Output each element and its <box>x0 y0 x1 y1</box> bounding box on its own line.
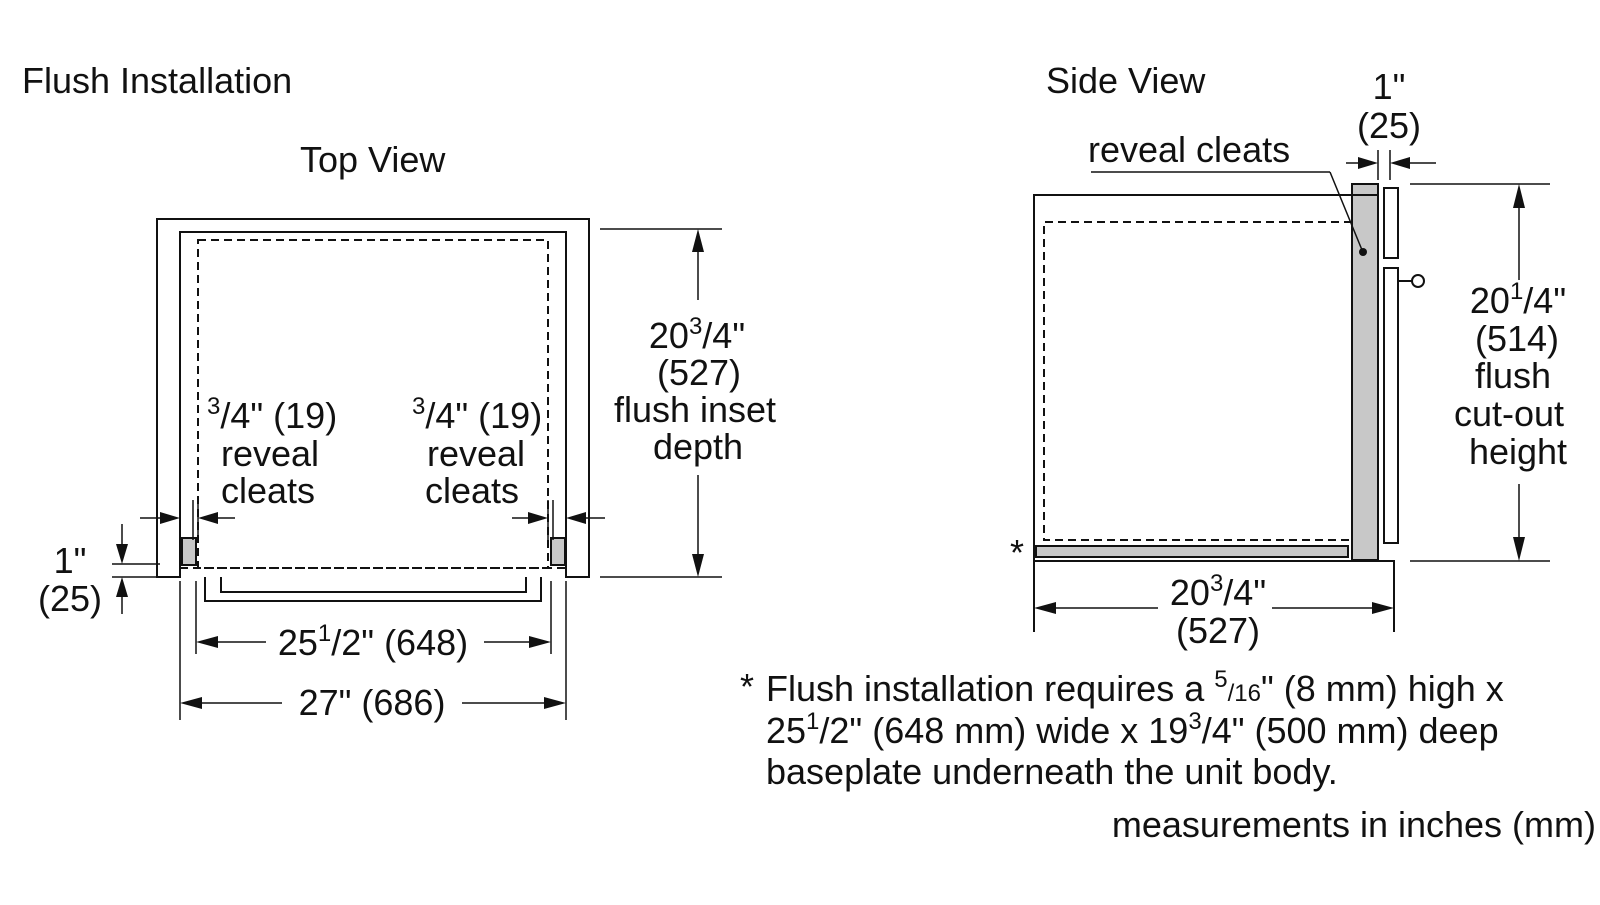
section-title: Flush Installation <box>22 60 292 101</box>
depth-arrow-bottom <box>692 554 704 577</box>
side-depth-imperial: 203/4" <box>1170 570 1266 613</box>
side-reveal-dot <box>1359 248 1367 256</box>
side-baseplate <box>1035 545 1349 558</box>
right-cleat <box>550 537 566 566</box>
left-cleat-label-2: cleats <box>221 470 315 511</box>
depth-label-1: flush inset <box>614 389 776 430</box>
depth-arrow-top <box>692 229 704 252</box>
side-height-imperial: 201/4" <box>1470 278 1566 321</box>
outer-width-arrow-left <box>180 697 202 709</box>
reveal-metric: (25) <box>38 578 102 619</box>
side-gap-metric: (25) <box>1357 105 1421 146</box>
cleat-arrow-1 <box>160 512 180 524</box>
side-view-drawing: reveal cleats 1" (25) 201/4" (514) flush… <box>1010 66 1567 651</box>
side-height-metric: (514) <box>1475 318 1559 359</box>
footnote-line-2: 251/2" (648 mm) wide x 193/4" (500 mm) d… <box>766 708 1499 751</box>
side-depth-arrow-left <box>1034 602 1056 614</box>
right-cleat-label-2: cleats <box>425 470 519 511</box>
top-view-title: Top View <box>300 139 446 180</box>
inner-width-arrow-left <box>196 636 218 648</box>
depth-metric: (527) <box>657 352 741 393</box>
left-cleat <box>181 537 197 566</box>
side-front-panel <box>1351 183 1379 561</box>
side-height-arrow-top <box>1513 184 1525 208</box>
cleat-arrow-3 <box>528 512 548 524</box>
side-unit-dashed <box>1043 221 1352 541</box>
handle-inner <box>220 577 527 593</box>
side-reveal-leader <box>1329 171 1363 251</box>
side-depth-arrow-right <box>1372 602 1394 614</box>
side-door-lower <box>1383 267 1399 544</box>
reveal-arrow-top <box>116 544 128 564</box>
side-height-label-2: cut-out <box>1454 393 1564 434</box>
side-baseplate-asterisk: * <box>1010 532 1024 573</box>
footnote-line-3: baseplate underneath the unit body. <box>766 751 1338 792</box>
side-height-label-1: flush <box>1475 355 1551 396</box>
footnote-line-1: Flush installation requires a 5/16" (8 m… <box>766 666 1504 709</box>
cabinet-outline <box>156 218 590 578</box>
side-reveal-cleats-label: reveal cleats <box>1088 129 1290 170</box>
reveal-imperial: 1" <box>54 540 87 581</box>
footnote: * Flush installation requires a 5/16" (8… <box>740 666 1504 792</box>
right-cleat-dimension: 3/4" (19) <box>412 393 542 436</box>
reveal-arrow-bottom <box>116 577 128 597</box>
depth-imperial: 203/4" <box>649 313 745 356</box>
side-height-arrow-bottom <box>1513 537 1525 561</box>
outer-width-arrow-right <box>544 697 566 709</box>
left-cleat-label-1: reveal <box>221 433 319 474</box>
outer-width-label: 27" (686) <box>299 682 446 723</box>
left-cleat-dimension: 3/4" (19) <box>207 393 337 436</box>
side-view-title: Side View <box>1046 60 1206 101</box>
depth-label-2: depth <box>653 426 743 467</box>
footnote-star: * <box>740 666 754 707</box>
side-cabinet-outline <box>1033 194 1395 632</box>
unit-dashed-outline <box>197 239 549 569</box>
inner-width-arrow-right <box>529 636 551 648</box>
handle-outer <box>204 577 542 602</box>
cleat-arrow-2 <box>198 512 218 524</box>
side-gap-arrow-left <box>1358 157 1378 169</box>
top-view-drawing: 203/4" (527) flush inset depth 3/4" (19)… <box>38 218 776 723</box>
cleat-arrow-4 <box>566 512 586 524</box>
right-cleat-label-1: reveal <box>427 433 525 474</box>
side-gap-imperial: 1" <box>1373 66 1406 107</box>
inner-width-label: 251/2" (648) <box>278 620 468 663</box>
units-note: measurements in inches (mm) <box>1112 804 1596 845</box>
side-gap-arrow-right <box>1390 157 1410 169</box>
side-depth-metric: (527) <box>1176 610 1260 651</box>
side-handle-knob <box>1411 274 1425 288</box>
side-door-upper <box>1383 187 1399 259</box>
side-height-label-3: height <box>1469 431 1567 472</box>
